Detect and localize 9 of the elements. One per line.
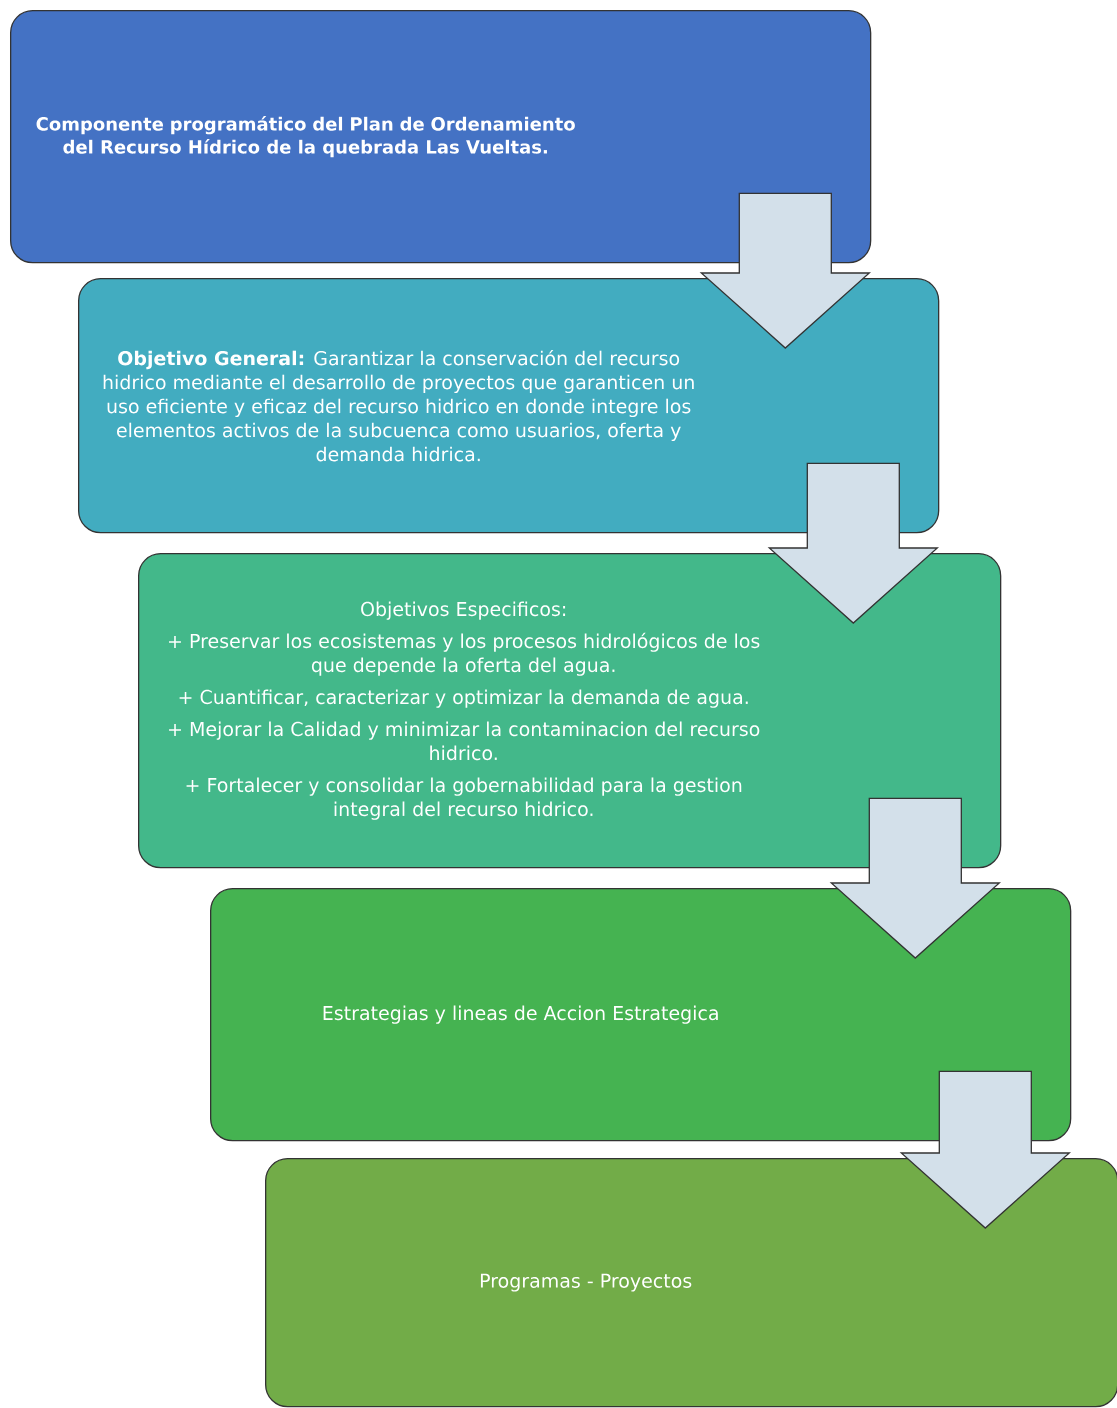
process-box: Objetivos Especificos: + Preservar los ecosistemas y los procesos hidrológicos de los que depende la oferta del agua. + Cuantificar, caracterizar y optimizar la demanda de agua. + Mejorar la Calidad y minimizar la contaminacion del recurso hidrico. + Fortalecer y consolidar la gobernabilidad para la gestion integral del recurso hidrico. [138, 553, 1002, 869]
process-box: Componente programático del Plan de Ordenamiento del Recurso Hídrico de la quebrada Las Vueltas. [10, 10, 872, 264]
block-arrow [899, 1070, 1071, 1229]
block-arrow [767, 462, 939, 624]
block-arrow [699, 192, 871, 349]
process-box: Programas - Proyectos [265, 1158, 1117, 1408]
process-box: Estrategias y lineas de Accion Estrategica [210, 888, 1072, 1142]
process-box: Objetivo General: Garantizar la conservación del recurso hidrico mediante el desarrollo de proyectos que garanticen un uso eficiente y eficaz del recurso hidrico en donde integre los elementos activos de la subcuenca como usuarios, oferta y demanda hidrica. [78, 278, 940, 534]
block-arrow [829, 797, 1001, 959]
